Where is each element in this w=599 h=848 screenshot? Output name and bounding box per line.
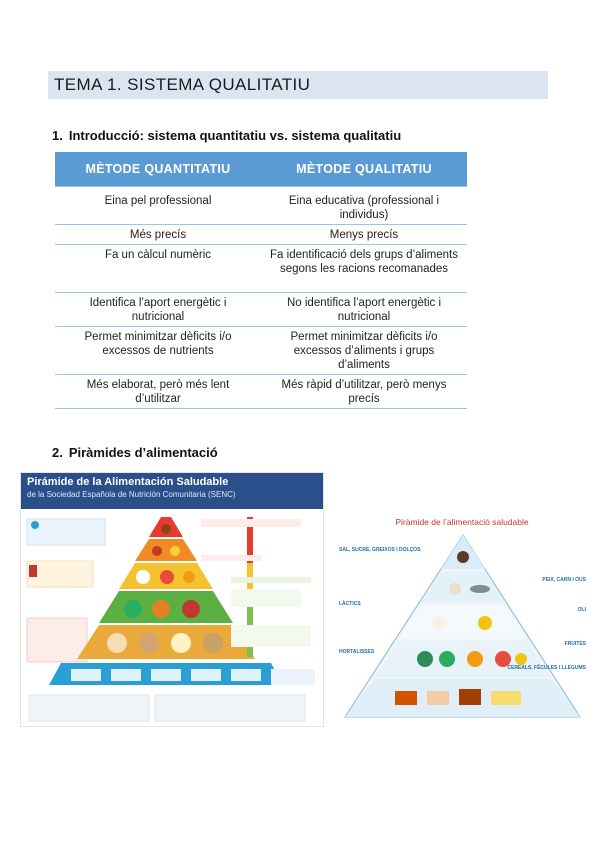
catalan-pyramid-image: Piràmide de l’alimentació saludable SAL,…	[335, 505, 590, 723]
section-1-text: Introducció: sistema quantitatiu vs. sis…	[68, 128, 402, 143]
cell-quantitative: Eina pel professional	[55, 186, 261, 225]
comparison-table: MÈTODE QUANTITATIU MÈTODE QUALITATIU Ein…	[55, 152, 467, 409]
senc-pyramid-header: Pirámide de la Alimentación Saludable de…	[21, 473, 323, 509]
senc-pyramid-title: Pirámide de la Alimentación Saludable	[27, 476, 229, 488]
cell-quantitative: Més precís	[55, 224, 261, 245]
catalan-pyramid-title: Piràmide de l’alimentació saludable	[395, 517, 529, 527]
section-1-heading: 1. Introducció: sistema quantitatiu vs. s…	[52, 128, 401, 143]
cell-quantitative: Permet minimitzar dèficits i/o excessos …	[55, 326, 261, 375]
section-2-heading: 2. Piràmides d’alimentació	[52, 445, 218, 460]
table-row: Eina pel professional Eina educativa (pr…	[55, 186, 467, 225]
header-quantitative: MÈTODE QUANTITATIU	[55, 152, 261, 187]
table-row: Més precís Menys precís	[55, 224, 467, 245]
table-row: Fa un càlcul numèric Fa identificació de…	[55, 244, 467, 293]
table-row: Més elaborat, però més lent d’utilitzar …	[55, 374, 467, 409]
label-fruits: FRUITES	[565, 641, 587, 647]
page-title: TEMA 1. SISTEMA QUALITATIU	[54, 75, 311, 94]
cell-qualitative: Permet minimitzar dèficits i/o excessos …	[261, 326, 467, 375]
catalan-pyramid-graphic: Piràmide de l’alimentació saludable SAL,…	[339, 517, 587, 718]
section-2-number: 2.	[52, 445, 63, 460]
label-vegetables: HORTALISSES	[339, 649, 375, 655]
section-1-number: 1.	[52, 128, 63, 143]
senc-pyramid-graphic	[26, 517, 315, 722]
cell-qualitative: Més ràpid d’utilitzar, però menys precís	[261, 374, 467, 409]
header-qualitative: MÈTODE QUALITATIU	[261, 152, 467, 187]
cell-quantitative: Fa un càlcul numèric	[55, 244, 261, 293]
table-row: Identifica l’aport energètic i nutricion…	[55, 292, 467, 327]
label-oil: OLI	[578, 607, 587, 613]
cell-qualitative: Eina educativa (professional i individus…	[261, 186, 467, 225]
label-fish-meat-eggs: PEIX, CARN I OUS	[542, 577, 586, 583]
table-header-row: MÈTODE QUANTITATIU MÈTODE QUALITATIU	[55, 152, 467, 187]
table-row: Permet minimitzar dèficits i/o excessos …	[55, 326, 467, 375]
section-2-text: Piràmides d’alimentació	[68, 445, 218, 460]
label-sugar-salt: SAL, SUCRE, GREIXOS I DOLÇOS	[339, 547, 421, 553]
label-cereals: CEREALS, FÈCULES I LLEGUMS	[507, 663, 586, 671]
cell-quantitative: Identifica l’aport energètic i nutricion…	[55, 292, 261, 327]
senc-pyramid-image: Pirámide de la Alimentación Saludable de…	[20, 472, 324, 727]
senc-pyramid-subtitle: de la Sociedad Española de Nutrición Com…	[27, 490, 236, 499]
cell-qualitative: Menys precís	[261, 224, 467, 245]
cell-qualitative: Fa identificació dels grups d’aliments s…	[261, 244, 467, 293]
label-dairy: LÀCTICS	[339, 600, 361, 607]
cell-qualitative: No identifica l’aport energètic i nutric…	[261, 292, 467, 327]
page-title-bar: TEMA 1. SISTEMA QUALITATIU	[48, 71, 548, 99]
cell-quantitative: Més elaborat, però més lent d’utilitzar	[55, 374, 261, 409]
